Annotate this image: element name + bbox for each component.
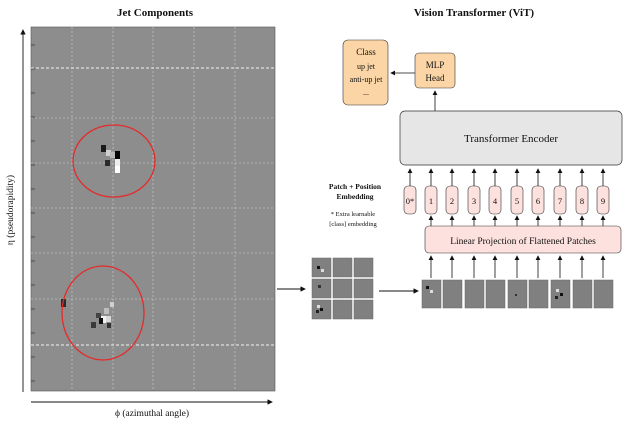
token-label: 5 <box>515 196 519 206</box>
token-embedding <box>596 185 610 215</box>
token-label: 4 <box>493 196 498 206</box>
token-embedding <box>445 185 459 215</box>
upper-jet-pixels <box>101 145 120 173</box>
mlp-line-2: Head <box>426 73 445 83</box>
embedding-label-line-1: Patch + Position <box>329 182 382 191</box>
flattened-patch <box>485 279 506 309</box>
token-row: 0* 1 2 3 4 5 6 7 8 9 <box>403 168 610 226</box>
upper-jet-circle <box>72 124 156 198</box>
token-embedding <box>510 185 524 215</box>
y-axis-label: η (pseudorapidity) <box>5 175 16 245</box>
token-label: 7 <box>558 196 562 206</box>
token-label: 3 <box>472 196 476 206</box>
token-label: 1 <box>429 196 433 206</box>
patch-cell <box>353 257 374 278</box>
patch-cell <box>332 299 353 320</box>
class-note-line-2: [class] embedding <box>329 221 377 228</box>
patch-grid <box>311 257 374 320</box>
lower-jet-circle <box>61 265 145 361</box>
mlp-line-1: MLP <box>426 60 445 70</box>
patch-cell <box>353 278 374 299</box>
token-label: 6 <box>536 196 540 206</box>
encoder-label: Transformer Encoder <box>464 133 558 145</box>
class-box-line-1: Class <box>356 47 376 57</box>
mlp-head-box: MLP Head <box>414 52 456 89</box>
flattened-patch <box>507 279 528 309</box>
x-axis-label: ϕ (azimuthal angle) <box>115 408 189 419</box>
flattened-patch <box>442 279 463 309</box>
flattened-patch <box>464 279 485 309</box>
token-label: 2 <box>450 196 454 206</box>
left-title: Jet Components <box>117 7 194 19</box>
token-label: 0* <box>406 196 415 206</box>
jet-image-panel <box>30 26 276 392</box>
flattened-patch-row <box>421 255 614 309</box>
class-box-line-2: up jet <box>357 62 376 71</box>
patch-cell <box>311 257 332 278</box>
token-embedding <box>467 185 481 215</box>
token-label: 9 <box>601 196 605 206</box>
flattened-patch <box>528 279 549 309</box>
right-title: Vision Transformer (ViT) <box>414 7 535 19</box>
token-embedding <box>403 185 417 215</box>
projection-label: Linear Projection of Flattened Patches <box>450 236 596 247</box>
class-note-line-1: * Extra learnable <box>331 211 376 218</box>
flattened-patch <box>421 279 442 309</box>
patch-cell <box>332 257 353 278</box>
token-embedding <box>553 185 567 215</box>
linear-projection-box: Linear Projection of Flattened Patches <box>424 225 622 254</box>
token-embedding <box>424 185 438 215</box>
token-label: 8 <box>580 196 584 206</box>
class-box-line-4: ... <box>363 88 369 97</box>
patch-cell <box>311 278 332 299</box>
token-embedding <box>488 185 502 215</box>
token-embedding <box>575 185 589 215</box>
flattened-patch <box>593 279 614 309</box>
class-output-box: Class up jet anti-up jet ... <box>342 39 389 106</box>
transformer-encoder-box: Transformer Encoder <box>399 110 623 166</box>
patch-cell <box>353 299 374 320</box>
token-embedding <box>531 185 545 215</box>
flattened-patch <box>572 279 593 309</box>
patch-cell <box>332 278 353 299</box>
class-box-line-3: anti-up jet <box>350 75 383 84</box>
embedding-label-line-2: Embedding <box>336 192 373 201</box>
